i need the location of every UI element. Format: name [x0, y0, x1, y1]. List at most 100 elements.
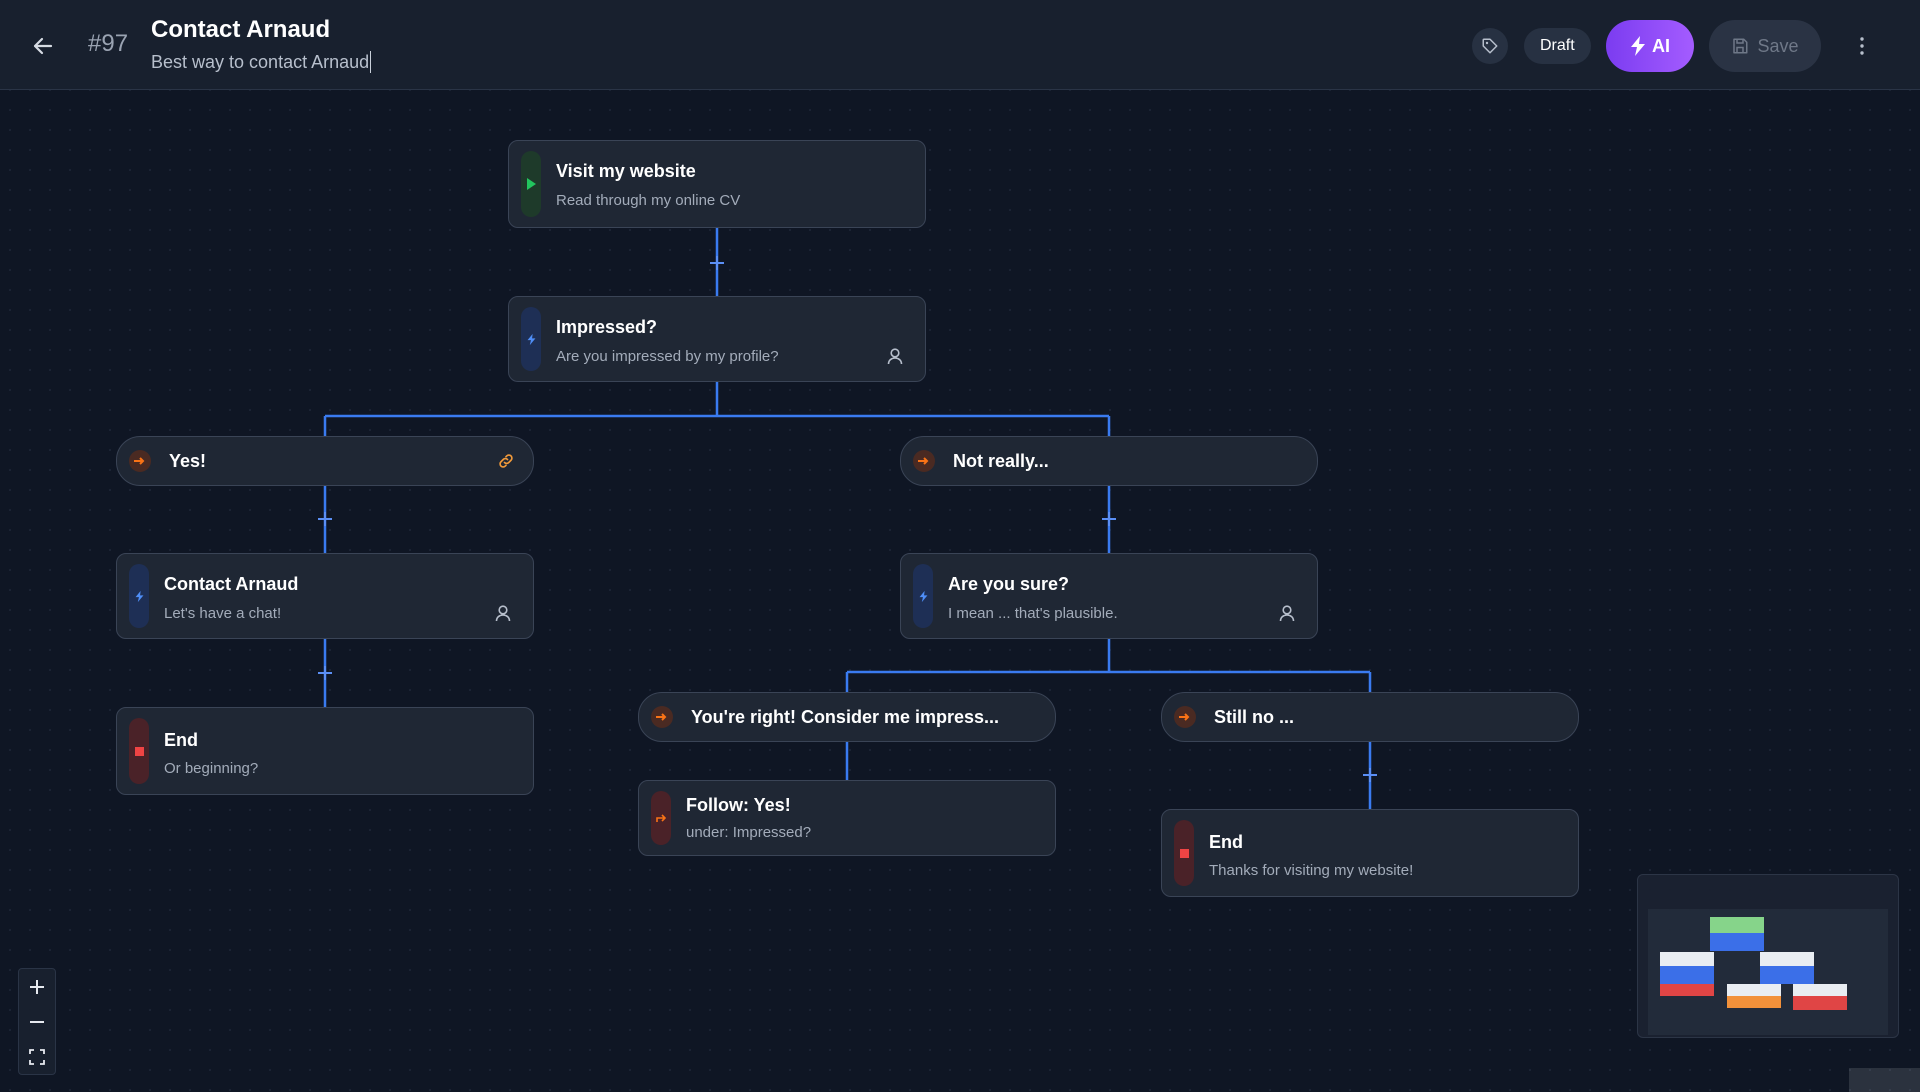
- answer-icon: [129, 450, 151, 472]
- plus-icon: [1363, 768, 1377, 782]
- question-accent: [521, 307, 541, 371]
- minimap-node: [1793, 996, 1847, 1010]
- arrow-right-icon: [656, 713, 667, 721]
- attribution-badge: [1849, 1068, 1920, 1092]
- save-icon: [1733, 38, 1748, 54]
- zoom-out-button[interactable]: [19, 1004, 55, 1039]
- add-step-button[interactable]: [1360, 765, 1380, 785]
- top-bar: #97 Contact Arnaud Best way to contact A…: [0, 0, 1920, 90]
- minimap-node: [1660, 952, 1714, 966]
- minimap-node: [1710, 933, 1764, 951]
- node-title: Contact Arnaud: [164, 574, 299, 594]
- tag-button[interactable]: [1472, 28, 1508, 64]
- link-icon: [499, 454, 513, 468]
- answer-still-no[interactable]: Still no ...: [1161, 692, 1579, 742]
- end-node[interactable]: End Thanks for visiting my website!: [1161, 809, 1579, 897]
- add-step-button[interactable]: [315, 509, 335, 529]
- edge-question2-branches: [845, 638, 1372, 692]
- zoom-in-button[interactable]: [19, 969, 55, 1004]
- minimap-node: [1710, 917, 1764, 933]
- flow-description-input[interactable]: Best way to contact Arnaud: [151, 51, 372, 73]
- user-icon: [495, 605, 511, 622]
- node-title: Are you sure?: [948, 574, 1070, 594]
- more-menu-button[interactable]: [1846, 28, 1878, 64]
- node-title: Impressed?: [556, 317, 658, 337]
- question-node[interactable]: Impressed? Are you impressed by my profi…: [508, 296, 926, 382]
- user-icon: [1279, 605, 1295, 622]
- node-title: End: [164, 730, 198, 750]
- answer-youre-right[interactable]: You're right! Consider me impress...: [638, 692, 1056, 742]
- plus-icon: [710, 256, 724, 270]
- answer-label: Not really...: [953, 451, 1049, 471]
- node-title: Visit my website: [556, 161, 696, 181]
- back-button[interactable]: [24, 27, 62, 65]
- follow-node[interactable]: Follow: Yes! under: Impressed?: [638, 780, 1056, 856]
- save-button[interactable]: Save: [1709, 20, 1821, 72]
- follow-accent: [651, 791, 671, 845]
- answer-icon: [1174, 706, 1196, 728]
- answer-yes[interactable]: Yes!: [116, 436, 534, 486]
- add-step-button[interactable]: [1099, 509, 1119, 529]
- minus-icon: [30, 1020, 44, 1023]
- answer-label: You're right! Consider me impress...: [691, 707, 1000, 727]
- plus-icon: [30, 979, 44, 994]
- node-title: Follow: Yes!: [686, 795, 791, 815]
- node-subtitle: under: Impressed?: [686, 824, 812, 841]
- answer-label: Yes!: [169, 451, 207, 471]
- add-step-button[interactable]: [707, 253, 727, 273]
- minimap-node: [1727, 996, 1781, 1008]
- start-node[interactable]: Visit my website Read through my online …: [508, 140, 926, 228]
- redirect-arrow-icon: [656, 814, 666, 822]
- fit-view-button[interactable]: [19, 1039, 55, 1074]
- fullscreen-icon: [29, 1048, 45, 1065]
- end-accent: [1174, 820, 1194, 886]
- lightning-icon: [527, 333, 535, 345]
- add-step-button[interactable]: [315, 663, 335, 683]
- node-subtitle: Let's have a chat!: [164, 605, 282, 622]
- question-node[interactable]: Contact Arnaud Let's have a chat!: [116, 553, 534, 639]
- minimap[interactable]: [1637, 874, 1899, 1038]
- user-icon: [887, 348, 903, 365]
- answer-icon: [651, 706, 673, 728]
- flow-title[interactable]: Contact Arnaud: [151, 16, 331, 43]
- minimap-node: [1760, 966, 1814, 984]
- zoom-controls: [18, 968, 56, 1075]
- answer-icon: [913, 450, 935, 472]
- question-accent: [129, 564, 149, 628]
- end-node[interactable]: End Or beginning?: [116, 707, 534, 795]
- minimap-node: [1660, 984, 1714, 996]
- question-accent: [913, 564, 933, 628]
- node-subtitle: Thanks for visiting my website!: [1209, 862, 1414, 879]
- save-button-label: Save: [1757, 35, 1799, 56]
- plus-icon: [318, 666, 332, 680]
- arrow-right-icon: [1179, 713, 1190, 721]
- arrow-left-icon: [33, 37, 53, 55]
- stop-icon: [134, 746, 144, 756]
- ai-button[interactable]: AI: [1606, 20, 1694, 72]
- node-title: End: [1209, 832, 1243, 852]
- edge-question1-branches: [323, 382, 1111, 436]
- minimap-node: [1727, 984, 1781, 996]
- stop-icon: [1179, 848, 1189, 858]
- node-subtitle: Read through my online CV: [556, 192, 741, 209]
- more-vertical-icon: [1860, 37, 1864, 55]
- tag-icon: [1482, 38, 1498, 54]
- answer-not-really[interactable]: Not really...: [900, 436, 1318, 486]
- lightning-icon: [1631, 36, 1645, 56]
- node-subtitle: Or beginning?: [164, 760, 259, 777]
- end-accent: [129, 718, 149, 784]
- answer-label: Still no ...: [1214, 707, 1294, 727]
- node-subtitle: I mean ... that's plausible.: [948, 605, 1118, 622]
- status-badge[interactable]: Draft: [1524, 28, 1591, 64]
- arrow-right-icon: [918, 457, 929, 465]
- minimap-node: [1760, 952, 1814, 966]
- question-node[interactable]: Are you sure? I mean ... that's plausibl…: [900, 553, 1318, 639]
- plus-icon: [318, 512, 332, 526]
- plus-icon: [1102, 512, 1116, 526]
- ai-button-label: AI: [1652, 35, 1670, 56]
- start-accent: [521, 151, 541, 217]
- minimap-node: [1660, 966, 1714, 984]
- flow-id: #97: [88, 30, 129, 57]
- play-icon: [527, 178, 536, 190]
